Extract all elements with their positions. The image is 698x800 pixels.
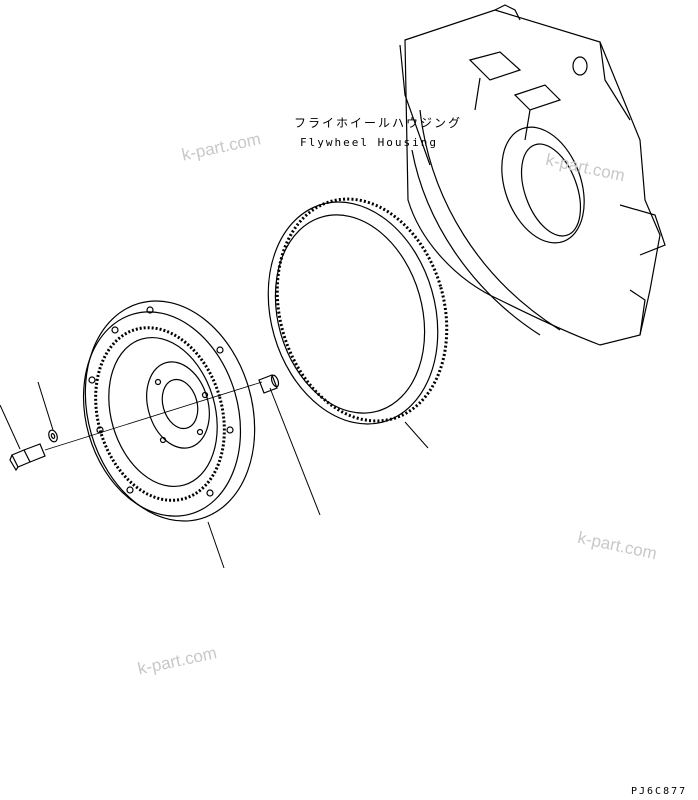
bolt — [10, 444, 45, 470]
flywheel-housing — [400, 5, 665, 345]
washer — [47, 429, 59, 443]
diagram-code: PJ6C877 — [631, 786, 688, 797]
dowel-pin — [259, 374, 280, 393]
ring-gear — [243, 179, 472, 444]
housing-label-japanese: フライホイールハウジング — [294, 116, 463, 130]
assembly-axis — [45, 382, 262, 450]
housing-label-english: Flywheel Housing — [300, 136, 438, 149]
leader-lines — [0, 382, 428, 568]
